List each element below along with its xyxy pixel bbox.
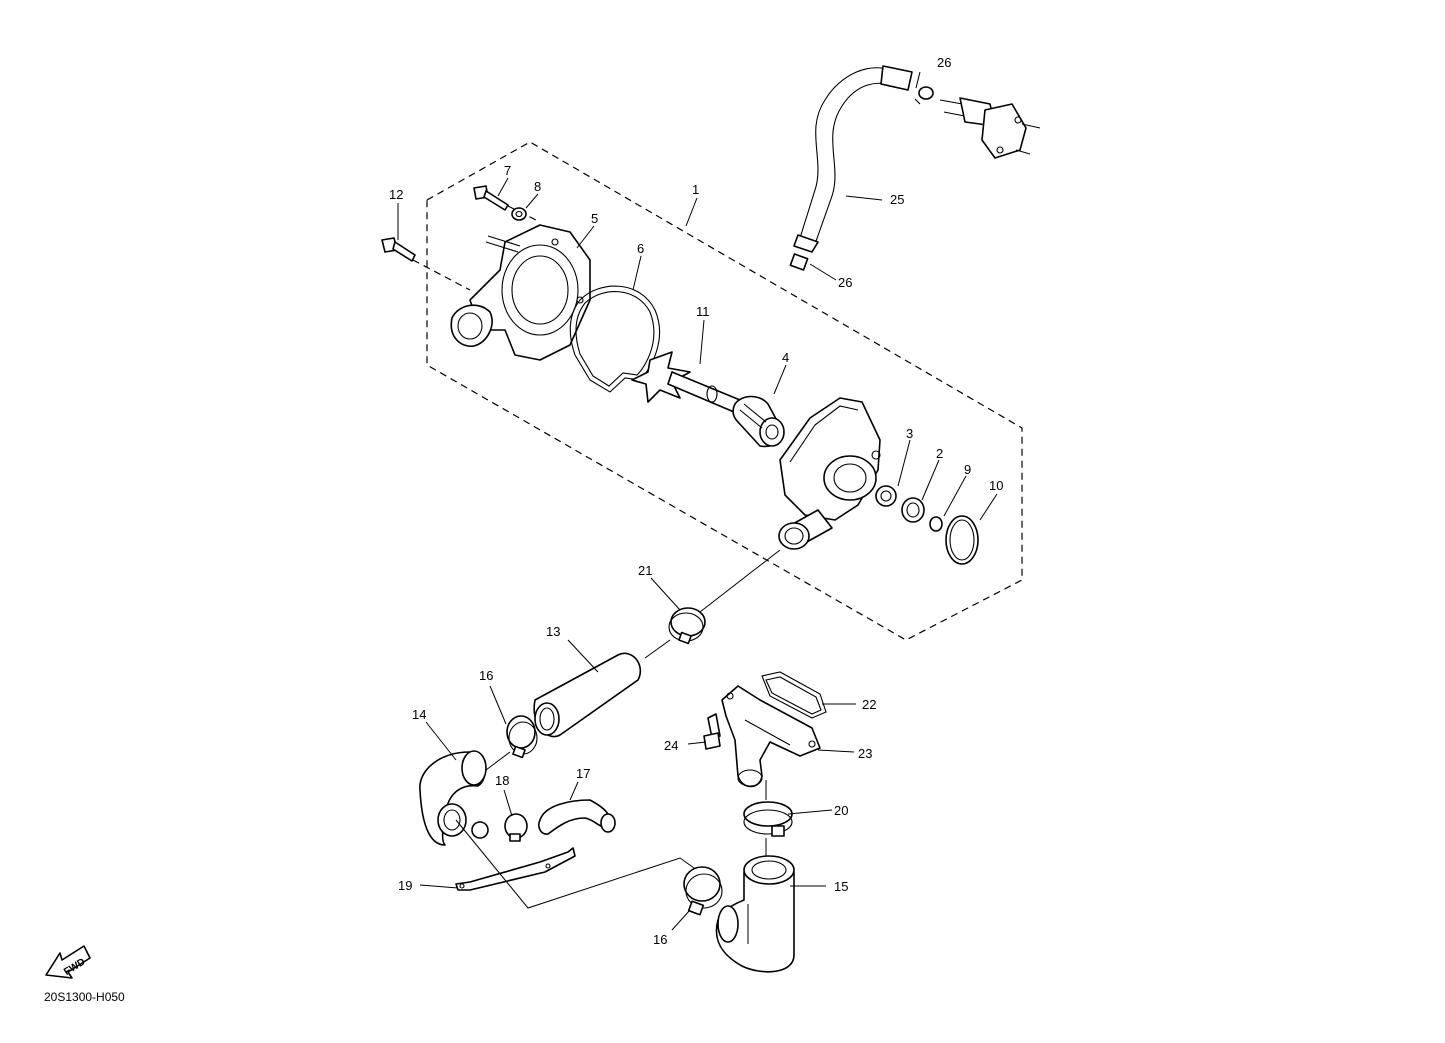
part-11-impeller (631, 351, 741, 413)
part-22-gasket (761, 671, 827, 719)
leader-lines (397, 71, 998, 931)
callout-16-bottom: 16 (653, 932, 667, 947)
part-19-bracket (455, 847, 576, 891)
callout-18: 18 (495, 773, 509, 788)
part-16-clamp-top (506, 715, 538, 759)
callouts: 1 2 3 4 5 6 7 8 9 10 11 12 13 14 15 16 1… (389, 55, 1003, 947)
engine-fitting (939, 97, 1041, 159)
callout-26-top: 26 (937, 55, 951, 70)
callout-12: 12 (389, 187, 403, 202)
callout-3: 3 (906, 426, 913, 441)
callout-2: 2 (936, 446, 943, 461)
part-15-hose (715, 855, 795, 973)
part-26-clamp-top (914, 86, 934, 105)
fwd-arrow-icon: FWD (45, 945, 91, 979)
part-16-clamp-bottom (683, 866, 723, 916)
part-9-circlip (929, 516, 943, 532)
callout-22: 22 (862, 697, 876, 712)
part-4-seal (732, 395, 785, 448)
part-7-bolt (473, 185, 541, 223)
part-2-oil-seal (901, 497, 925, 523)
callout-10: 10 (989, 478, 1003, 493)
diagram-code: 20S1300-H050 (44, 990, 125, 1004)
part-26-clamp-bottom (789, 253, 809, 271)
callout-19: 19 (398, 878, 412, 893)
connection-line-3 (485, 751, 511, 771)
part-14-elbow-hose (419, 750, 489, 846)
part-6-gasket (569, 285, 660, 393)
callout-25: 25 (890, 192, 904, 207)
routing-line (455, 819, 695, 909)
callout-5: 5 (591, 211, 598, 226)
callout-8: 8 (534, 179, 541, 194)
pump-housing (778, 397, 881, 550)
callout-24: 24 (664, 738, 678, 753)
part-10-o-ring (945, 515, 979, 565)
part-8-washer (511, 207, 527, 221)
callout-21: 21 (638, 563, 652, 578)
callout-16-top: 16 (479, 668, 493, 683)
callout-15: 15 (834, 879, 848, 894)
part-23-housing (721, 685, 821, 788)
callout-23: 23 (858, 746, 872, 761)
callout-20: 20 (834, 803, 848, 818)
part-12-bolt (381, 237, 471, 291)
connection-line (699, 549, 781, 613)
part-24-bolt (703, 713, 721, 750)
part-13-hose (533, 652, 642, 738)
part-20-clamp (743, 801, 793, 837)
part-5-pump-cover (450, 224, 591, 361)
part-18-clamp (504, 813, 528, 842)
part-21-clamp (668, 607, 706, 645)
part-3-bearing (875, 485, 897, 507)
callout-11: 11 (696, 304, 710, 319)
callout-13: 13 (546, 624, 560, 639)
callout-6: 6 (637, 241, 644, 256)
callout-14: 14 (412, 707, 426, 722)
callout-4: 4 (782, 350, 789, 365)
part-17-hose (538, 799, 616, 835)
callout-17: 17 (576, 766, 590, 781)
callout-26-bottom: 26 (838, 275, 852, 290)
callout-9: 9 (964, 462, 971, 477)
callout-1: 1 (692, 182, 699, 197)
part-25-pipe (793, 65, 913, 253)
connection-line-2 (644, 639, 671, 659)
callout-7: 7 (504, 163, 511, 178)
